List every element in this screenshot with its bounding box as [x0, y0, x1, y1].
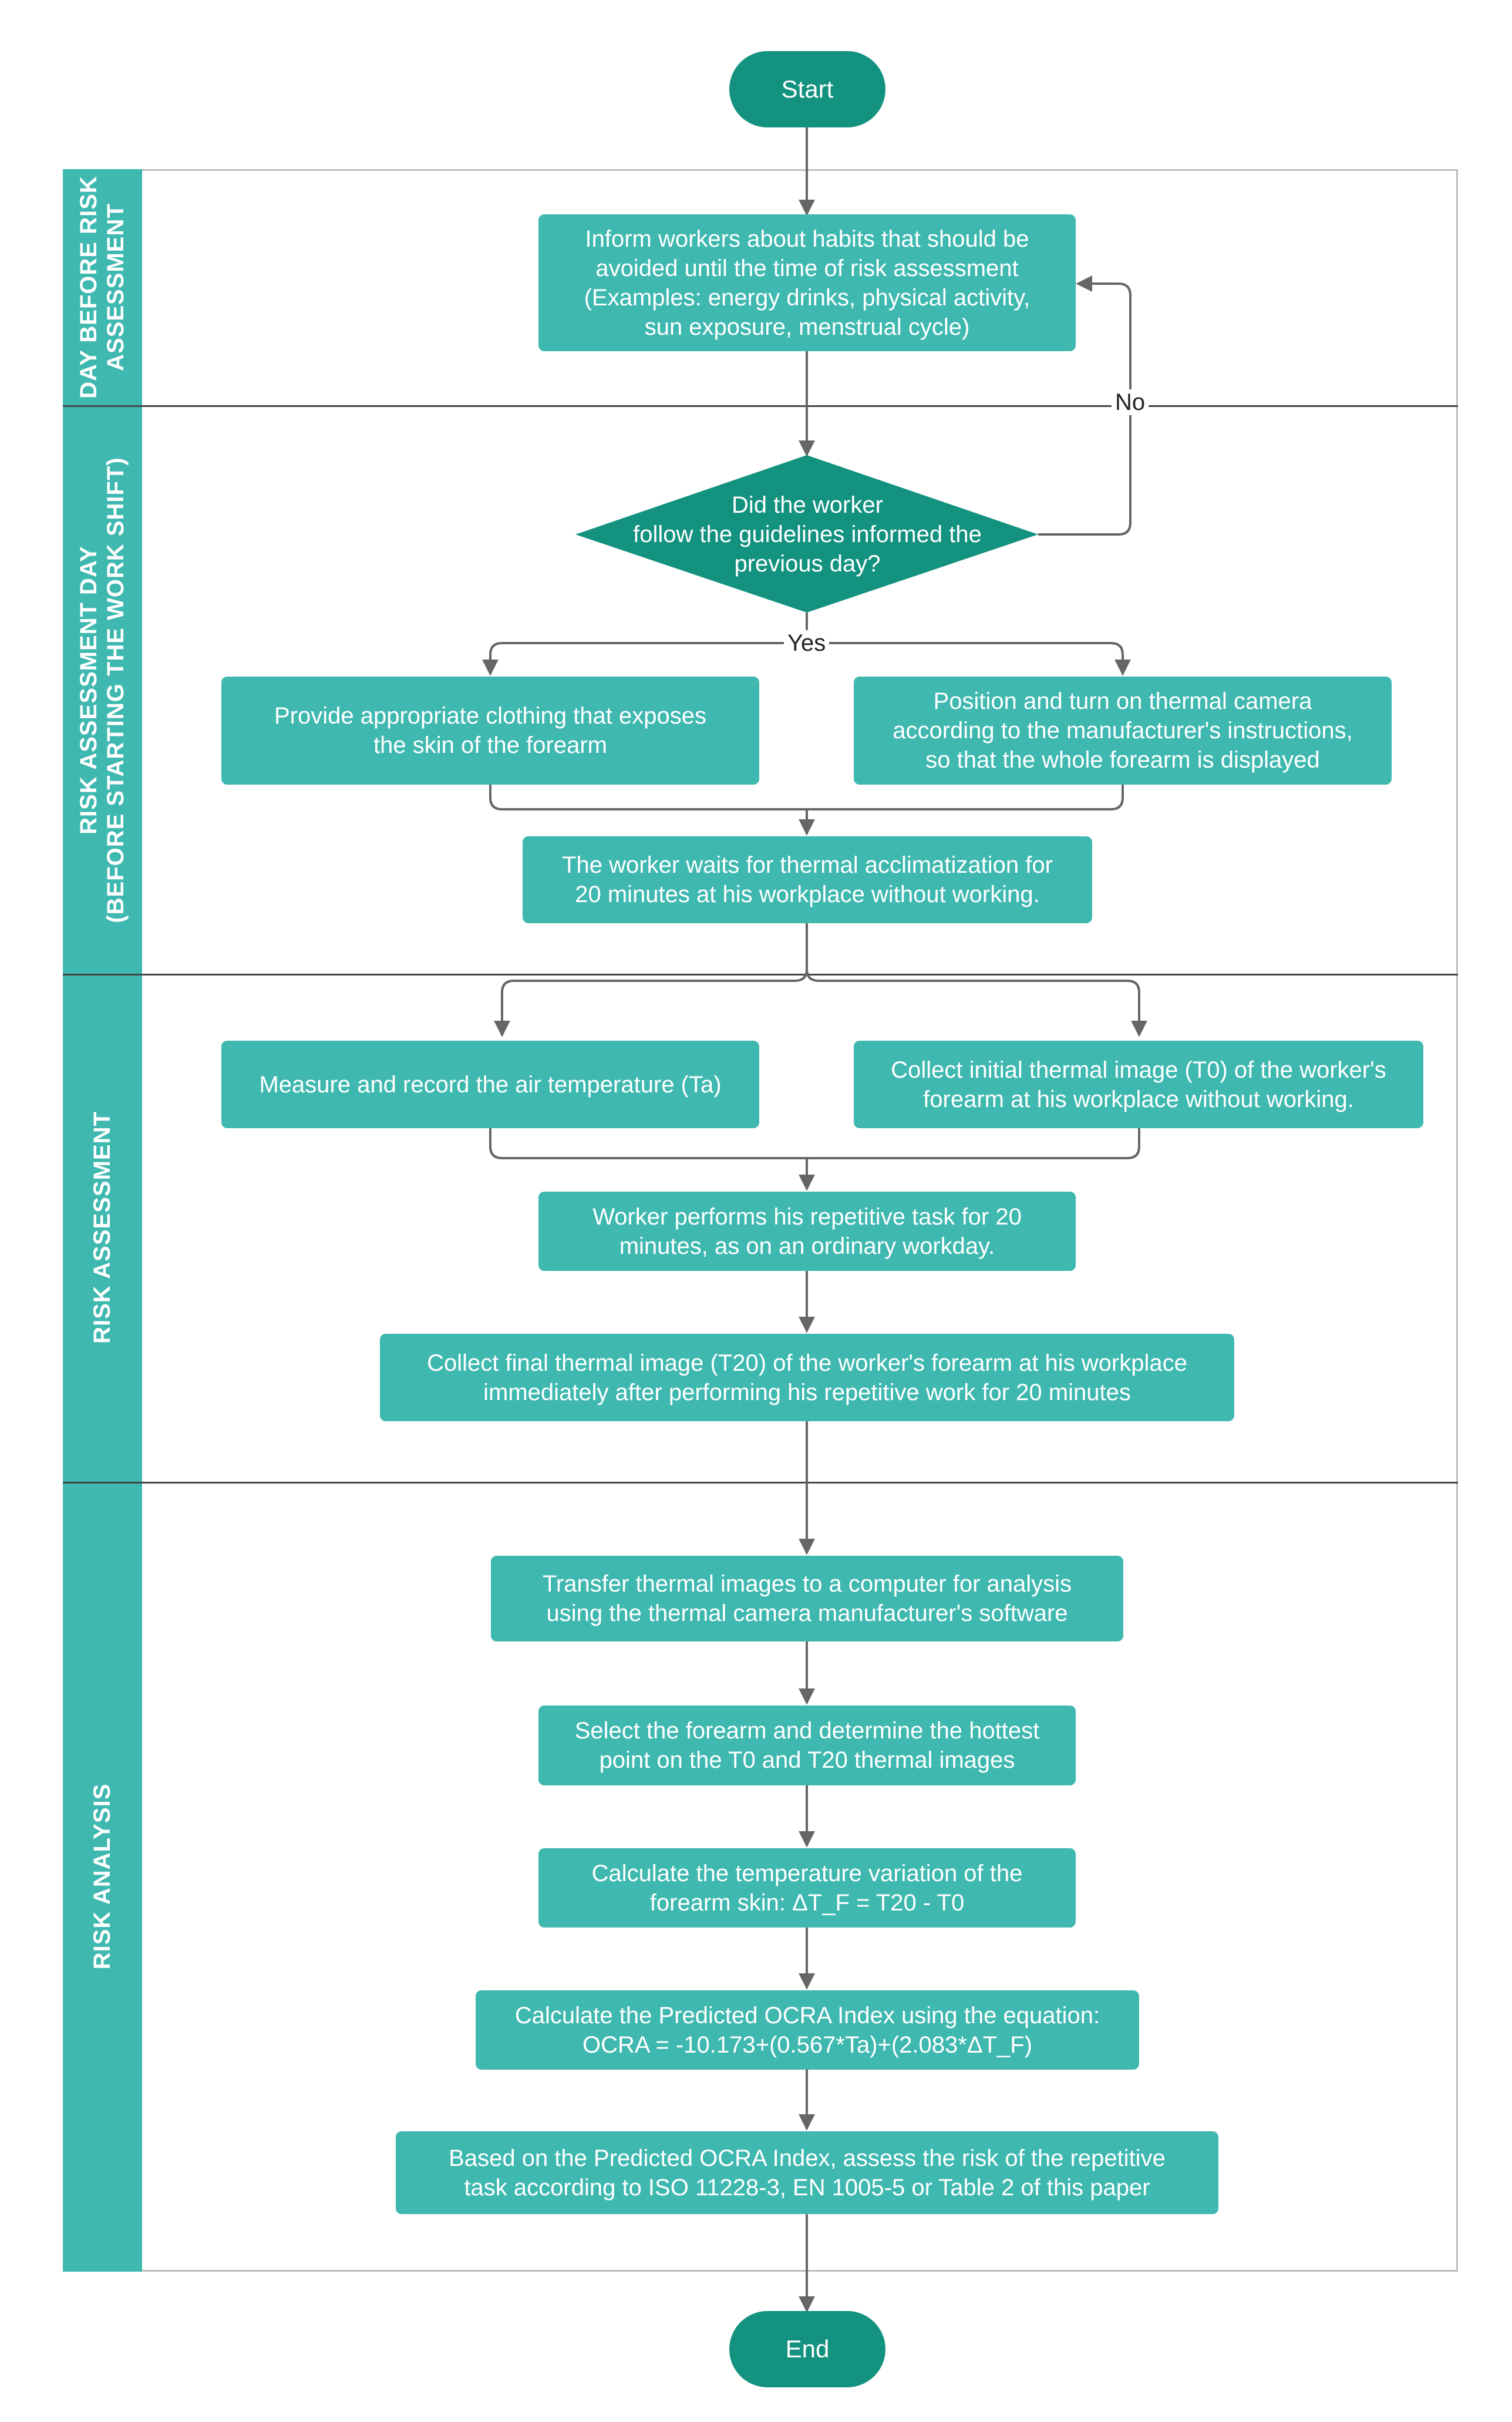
initial-thermal-image-box: Collect initial thermal image (T0) of th…: [854, 1041, 1423, 1128]
connector-merge-2: [489, 1128, 1140, 1159]
connector-split-2-right: [806, 968, 1147, 1037]
connector-yes-right: [807, 642, 1131, 676]
inform-workers-box: Inform workers about habits that should …: [538, 214, 1076, 351]
position-camera-box: Position and turn on thermal camera acco…: [854, 677, 1392, 785]
decision-diamond: [575, 455, 1038, 613]
lane-divider: [63, 1482, 1458, 1484]
lane-divider: [63, 974, 1458, 975]
repetitive-task-box: Worker performs his repetitive task for …: [538, 1192, 1076, 1271]
measure-air-temp-box: Measure and record the air temperature (…: [221, 1041, 759, 1128]
end-node: End: [729, 2311, 885, 2387]
yes-label: Yes: [784, 630, 830, 656]
lane-band-risk-assessment: [63, 975, 142, 1482]
start-node: Start: [729, 51, 885, 127]
lane-band-day-before: [63, 169, 142, 405]
final-thermal-image-box: Collect final thermal image (T20) of the…: [380, 1334, 1234, 1421]
connector-split-2: [494, 923, 808, 1037]
calc-variation-box: Calculate the temperature variation of t…: [538, 1848, 1076, 1927]
provide-clothing-box: Provide appropriate clothing that expose…: [221, 677, 759, 785]
lane-band-assessment-day: [63, 407, 142, 974]
assess-risk-box: Based on the Predicted OCRA Index, asses…: [396, 2131, 1218, 2214]
connector-merge-1: [489, 785, 1124, 810]
acclimatization-box: The worker waits for thermal acclimatiza…: [523, 836, 1092, 923]
select-forearm-box: Select the forearm and determine the hot…: [538, 1706, 1076, 1785]
transfer-images-box: Transfer thermal images to a computer fo…: [491, 1556, 1123, 1641]
decision-text: Did the worker follow the guidelines inf…: [633, 492, 982, 577]
lane-divider: [63, 405, 1458, 407]
connector-yes-left: [482, 642, 807, 676]
lane-band-risk-analysis: [63, 1484, 142, 2272]
calc-ocra-box: Calculate the Predicted OCRA Index using…: [476, 1990, 1139, 2070]
no-label: No: [1112, 389, 1149, 415]
